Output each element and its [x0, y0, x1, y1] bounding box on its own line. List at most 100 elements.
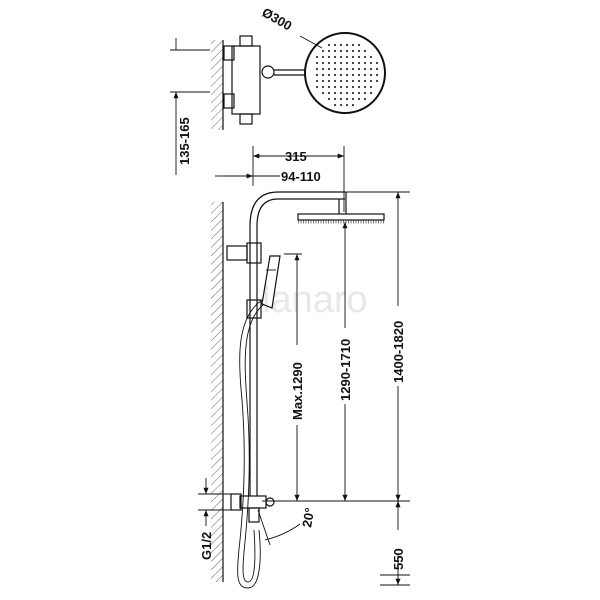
- nozzle-dot: [339, 91, 343, 95]
- nozzle-dot: [357, 43, 361, 47]
- nozzle-dot: [345, 55, 349, 59]
- nozzle-dot: [333, 79, 337, 83]
- top-arm-inner: [256, 198, 345, 227]
- nozzle-dot: [369, 55, 373, 59]
- nozzle-dot: [333, 91, 337, 95]
- nozzle-dot: [345, 67, 349, 71]
- nozzle-dot: [345, 73, 349, 77]
- label-1400-1820: 1400-1820: [391, 321, 406, 383]
- nozzle-dot: [315, 73, 319, 77]
- nozzle-dot: [345, 85, 349, 89]
- nozzle-dot: [351, 49, 355, 53]
- nozzle-dot: [363, 49, 367, 53]
- nozzle-dot: [333, 73, 337, 77]
- mixer-cap-top: [239, 35, 253, 47]
- label-550: 550: [391, 548, 406, 570]
- mixer-flange-top: [223, 45, 235, 61]
- nozzle-dot: [357, 79, 361, 83]
- label-max1290: Max.1290: [290, 362, 305, 420]
- nozzle-dot: [339, 49, 343, 53]
- nozzle-dot: [345, 49, 349, 53]
- nozzle-dot: [321, 55, 325, 59]
- nozzle-dot: [357, 61, 361, 65]
- shower-head-top: [304, 32, 386, 114]
- bottom-mixer-knob: [265, 497, 275, 507]
- nozzle-dot: [327, 55, 331, 59]
- nozzle-dot: [363, 85, 367, 89]
- nozzle-dot: [351, 73, 355, 77]
- bracket-clamp: [246, 242, 262, 264]
- shower-head-side: [297, 213, 385, 221]
- mixer-body: [231, 45, 261, 115]
- label-1290-1710: 1290-1710: [338, 339, 353, 401]
- nozzle-dot: [315, 85, 319, 89]
- nozzle-dot: [363, 55, 367, 59]
- nozzle-dot: [315, 67, 319, 71]
- hose-inner: [242, 303, 265, 583]
- wall-bracket: [226, 245, 248, 261]
- watermark: lanaro: [262, 279, 368, 321]
- nozzle-dot: [345, 97, 349, 101]
- nozzle-dot: [369, 79, 373, 83]
- nozzle-dot: [333, 43, 337, 47]
- nozzle-dot: [339, 43, 343, 47]
- nozzle-dot: [357, 67, 361, 71]
- nozzle-dot: [321, 67, 325, 71]
- mixer-knob: [261, 65, 275, 79]
- nozzle-dot: [351, 85, 355, 89]
- nozzle-dot: [345, 103, 349, 107]
- nozzle-dot: [345, 79, 349, 83]
- handshower: [261, 255, 281, 309]
- nozzle-dot: [363, 61, 367, 65]
- nozzle-dot: [327, 91, 331, 95]
- nozzle-dot: [357, 73, 361, 77]
- nozzle-dot: [321, 91, 325, 95]
- nozzle-dot: [375, 73, 379, 77]
- nozzle-dot: [375, 67, 379, 71]
- nozzle-dot: [321, 73, 325, 77]
- nozzle-dot: [357, 49, 361, 53]
- slider-holder: [246, 299, 262, 319]
- nozzle-dot: [351, 103, 355, 107]
- nozzle-dot: [315, 55, 319, 59]
- nozzle-dot: [363, 79, 367, 83]
- nozzle-dot: [339, 85, 343, 89]
- nozzle-dot: [351, 61, 355, 65]
- wall-hatch-side: [211, 202, 223, 582]
- diameter-leader: [299, 35, 323, 49]
- nozzle-dot: [339, 103, 343, 107]
- nozzle-dot: [315, 79, 319, 83]
- nozzle-dot: [375, 79, 379, 83]
- label-94-110-bg: [280, 169, 320, 183]
- nozzle-dot: [339, 55, 343, 59]
- nozzle-dot: [315, 61, 319, 65]
- bottom-mixer-outlet: [248, 507, 260, 523]
- nozzle-dot: [369, 85, 373, 89]
- nozzle-dot: [345, 91, 349, 95]
- nozzle-dot: [339, 67, 343, 71]
- nozzle-dot: [339, 61, 343, 65]
- nozzle-dot: [357, 55, 361, 59]
- nozzle-dot: [327, 49, 331, 53]
- hose-outer: [237, 299, 263, 589]
- nozzle-dot: [327, 43, 331, 47]
- nozzle-dot: [369, 67, 373, 71]
- nozzle-dot: [357, 91, 361, 95]
- nozzle-dot: [351, 55, 355, 59]
- nozzle-dot: [327, 85, 331, 89]
- nozzle-dot: [321, 61, 325, 65]
- label-max1290-bg: [289, 345, 305, 425]
- nozzle-dot: [363, 97, 367, 101]
- label-315: 315: [285, 149, 307, 164]
- nozzle-dot: [339, 79, 343, 83]
- label-thread: G1/2: [199, 532, 214, 560]
- nozzle-dot: [351, 97, 355, 101]
- mixer-cap-bottom: [239, 113, 253, 125]
- nozzle-dot: [369, 61, 373, 65]
- nozzle-dot: [327, 97, 331, 101]
- nozzle-dot: [321, 85, 325, 89]
- mixer-flange-bottom: [223, 93, 235, 109]
- nozzle-dot: [363, 91, 367, 95]
